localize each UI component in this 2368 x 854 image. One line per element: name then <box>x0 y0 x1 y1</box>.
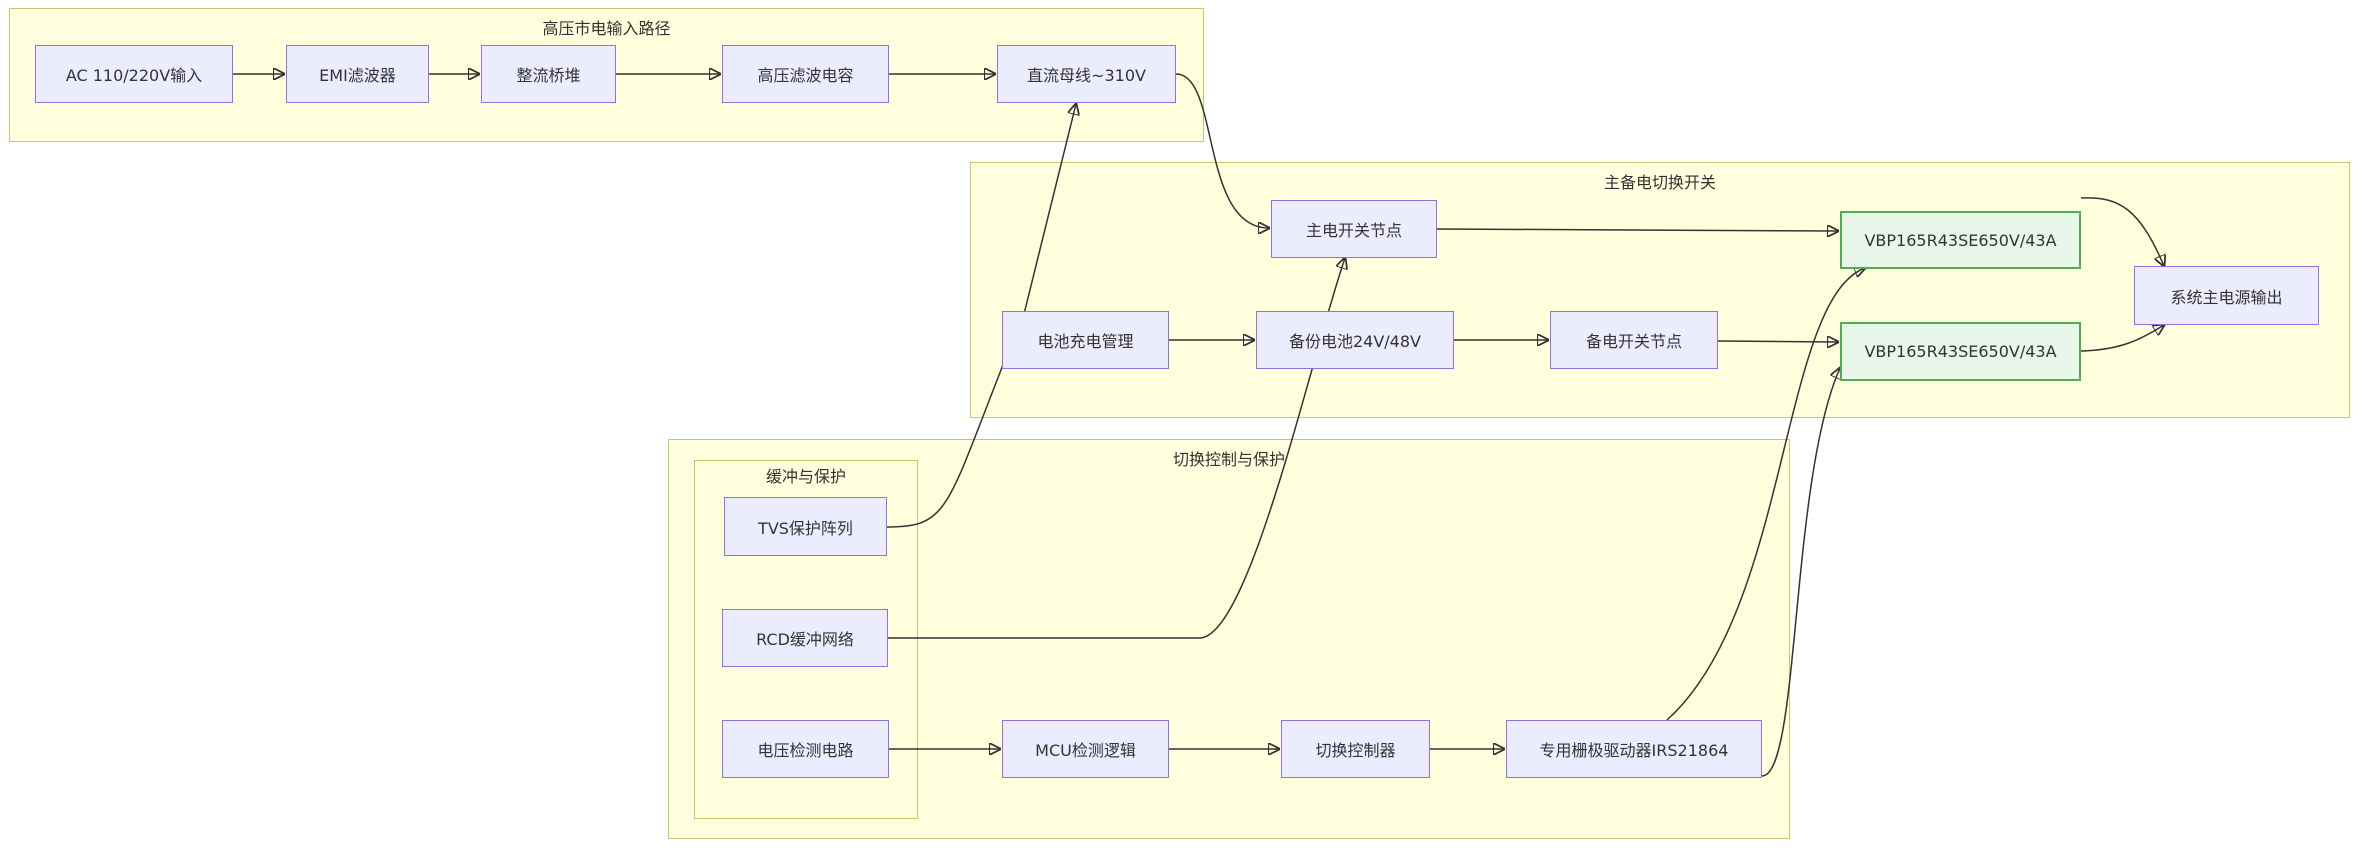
node-rcd-snubber: RCD缓冲网络 <box>722 609 888 667</box>
node-ac-input: AC 110/220V输入 <box>35 45 233 103</box>
node-main-switch: 主电开关节点 <box>1271 200 1437 258</box>
node-battery-charger: 电池充电管理 <box>1002 311 1169 369</box>
group-title: 高压市电输入路径 <box>542 19 671 38</box>
node-emi-filter: EMI滤波器 <box>286 45 429 103</box>
node-mosfet-backup: VBP165R43SE650V/43A <box>1840 322 2081 381</box>
node-voltage-detect: 电压检测电路 <box>722 720 889 778</box>
node-rectifier: 整流桥堆 <box>481 45 616 103</box>
node-mcu-logic: MCU检测逻辑 <box>1002 720 1169 778</box>
node-backup-battery: 备份电池24V/48V <box>1256 311 1454 369</box>
node-tvs-array: TVS保护阵列 <box>724 497 887 556</box>
node-dc-bus: 直流母线~310V <box>997 45 1176 103</box>
node-system-output: 系统主电源输出 <box>2134 266 2319 325</box>
node-switch-controller: 切换控制器 <box>1281 720 1430 778</box>
node-gate-driver: 专用栅极驱动器IRS21864 <box>1506 720 1762 778</box>
group-title: 主备电切换开关 <box>1603 173 1716 192</box>
group-title: 缓冲与保护 <box>765 467 846 486</box>
node-mosfet-main: VBP165R43SE650V/43A <box>1840 211 2081 269</box>
node-hv-capacitor: 高压滤波电容 <box>722 45 889 103</box>
node-backup-switch: 备电开关节点 <box>1550 311 1718 369</box>
